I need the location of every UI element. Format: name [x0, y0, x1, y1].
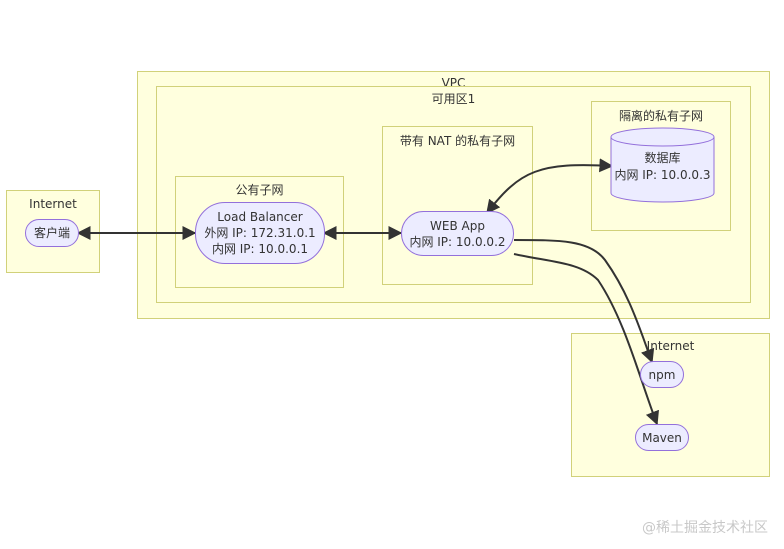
private-nat-subnet-label: 带有 NAT 的私有子网 [399, 134, 516, 148]
web-app-node[interactable]: WEB App 内网 IP: 10.0.0.2 [401, 211, 514, 256]
watermark: @稀土掘金技术社区 [642, 520, 768, 536]
lb-public-ip: 外网 IP: 172.31.0.1 [204, 226, 316, 240]
edge-web-npm [513, 239, 655, 364]
internet-right-label: Internet [646, 339, 695, 353]
internet-right-cluster: Internet [571, 333, 770, 477]
lb-title: Load Balancer [217, 210, 303, 224]
database-node[interactable] [610, 127, 715, 204]
database-label: 数据库 内网 IP: 10.0.0.3 [610, 147, 715, 187]
db-title: 数据库 [644, 151, 681, 165]
npm-node[interactable]: npm [640, 361, 684, 388]
load-balancer-node[interactable]: Load Balancer 外网 IP: 172.31.0.1 内网 IP: 1… [195, 202, 325, 264]
client-label: 客户端 [33, 226, 70, 240]
web-title: WEB App [430, 218, 485, 233]
public-subnet-label: 公有子网 [235, 183, 284, 197]
availability-zone-label: 可用区1 [431, 92, 476, 106]
edge-web-db [486, 158, 614, 215]
isolated-subnet-label: 隔离的私有子网 [618, 109, 703, 123]
lb-private-ip: 内网 IP: 10.0.0.1 [211, 242, 309, 256]
maven-node[interactable]: Maven [635, 424, 689, 451]
client-node[interactable]: 客户端 [25, 219, 79, 247]
maven-label: Maven [642, 430, 682, 445]
database-cylinder-top [610, 127, 715, 147]
db-private-ip: 内网 IP: 10.0.0.3 [614, 168, 711, 182]
internet-left-label: Internet [29, 197, 77, 211]
npm-label: npm [648, 367, 676, 382]
edge-web-maven [513, 253, 659, 426]
web-private-ip: 内网 IP: 10.0.0.2 [409, 234, 506, 249]
database-cylinder-body [610, 137, 715, 203]
